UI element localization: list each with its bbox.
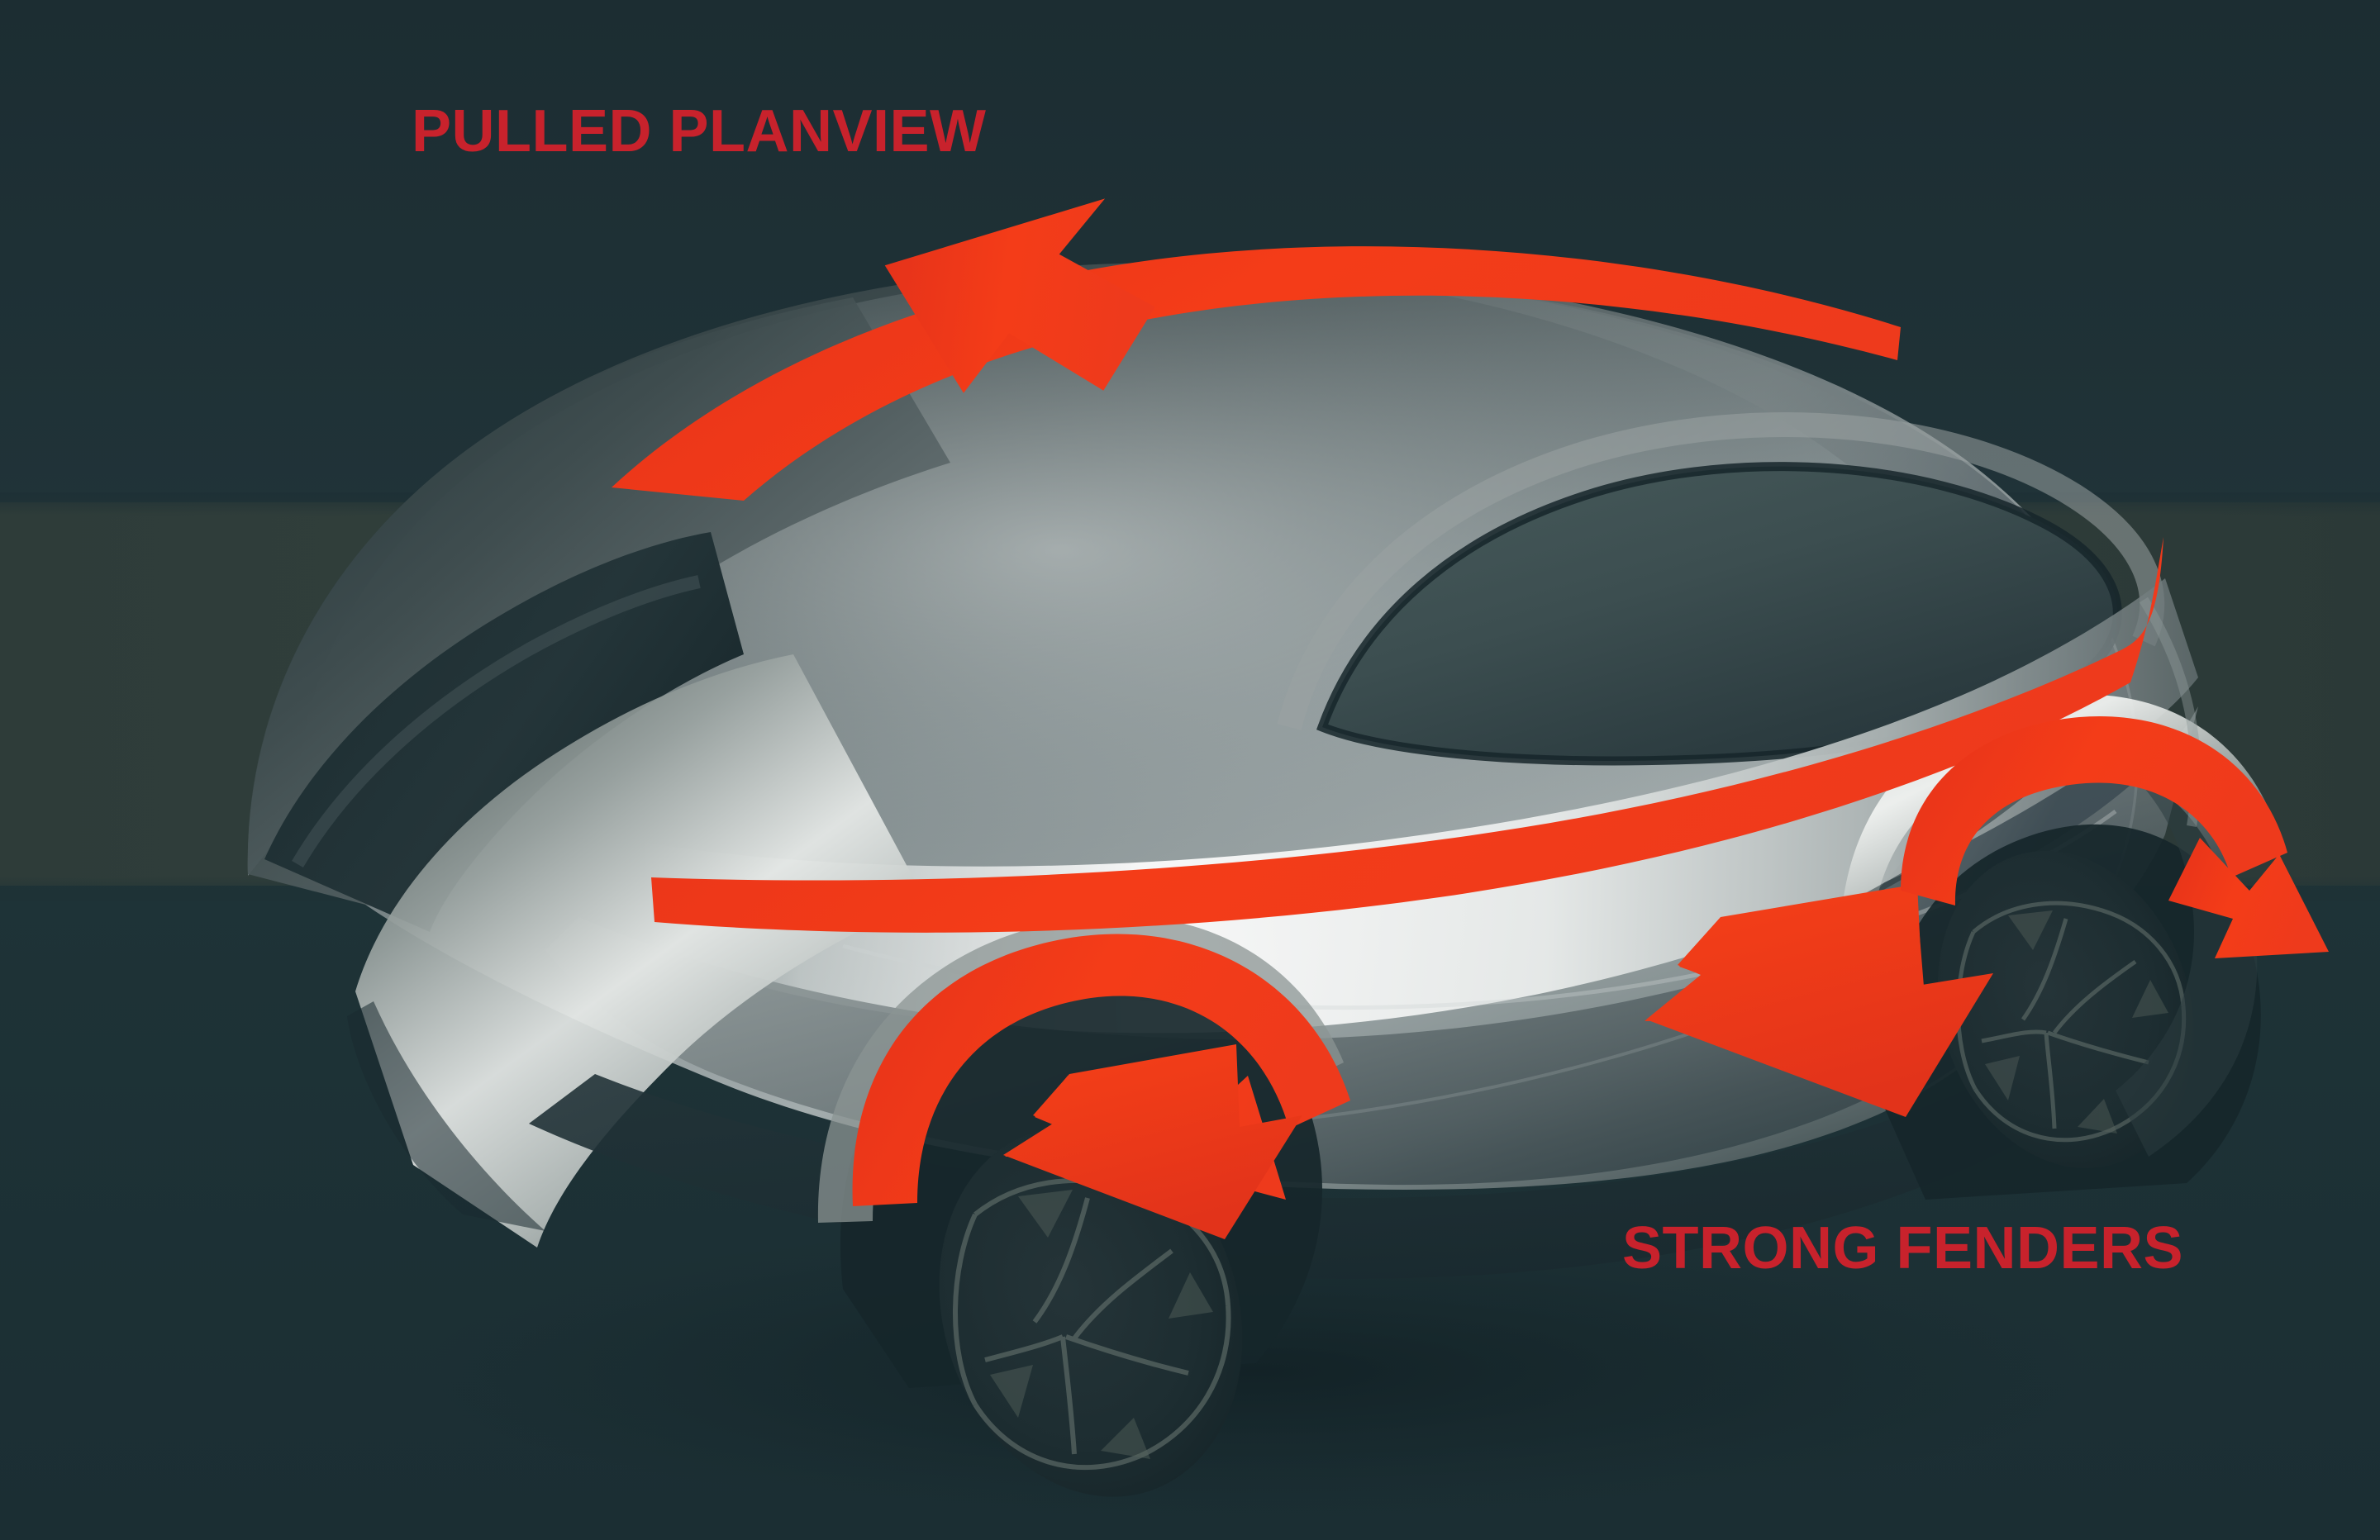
label-strong-fenders: STRONG FENDERS: [1622, 1215, 2184, 1281]
label-pulled-planview: PULLED PLANVIEW: [412, 98, 987, 164]
front-arrowhead-blade: [1003, 1044, 1302, 1239]
headlight-sliver: [292, 575, 701, 868]
front-wheel: [939, 1127, 1243, 1497]
front-fender-arc-arrow: [852, 934, 1350, 1206]
annotation-arrows: [612, 198, 2329, 1239]
front-bumper: [355, 654, 926, 1248]
rear-quarter-shade: [2091, 744, 2258, 1157]
shoulder-line-arrow: [651, 537, 2163, 933]
greenhouse-glass: [1322, 466, 2118, 761]
front-splitter-shadow: [347, 1001, 545, 1231]
cantrail: [1277, 412, 2165, 730]
greenhouse-glass-edge: [1316, 462, 2122, 766]
rear-arrowhead-blade: [1646, 884, 1993, 1117]
rear-fender-arc-arrow: [1901, 715, 2287, 905]
roof-arrow-head: [884, 198, 1155, 393]
rear-arc-arrowhead: [2168, 838, 2329, 958]
front-fascia-recess: [264, 532, 744, 932]
ground-shadow: [413, 1219, 2099, 1524]
